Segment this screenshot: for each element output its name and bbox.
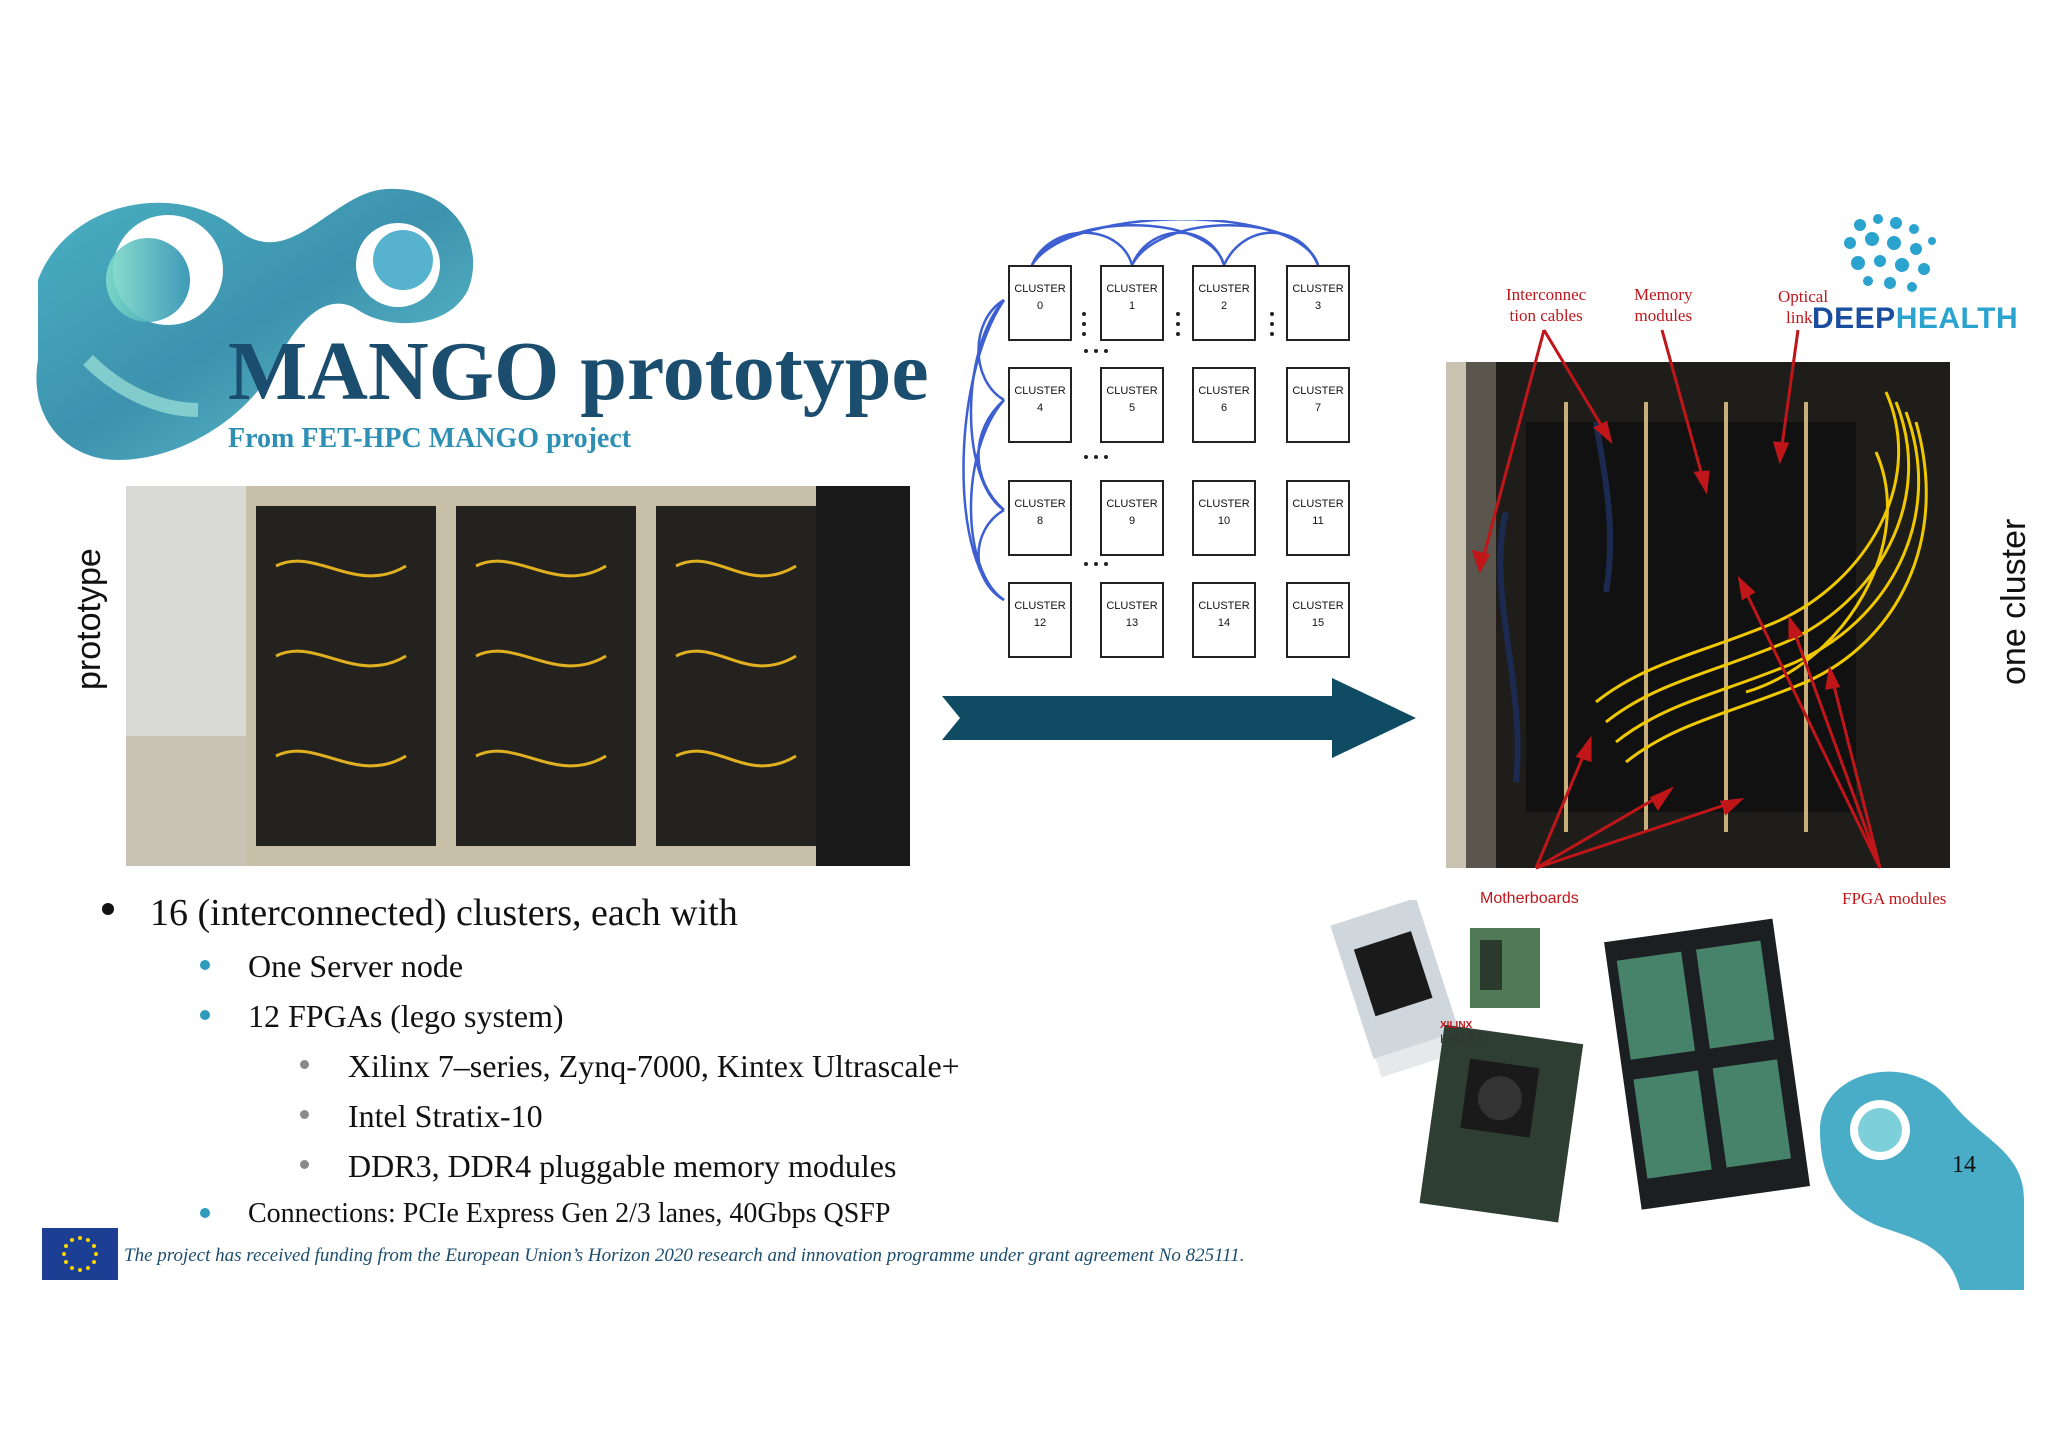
eu-flag-icon [42, 1228, 118, 1280]
slide-subtitle: From FET-HPC MANGO project [228, 423, 632, 454]
bullet-dot [200, 1208, 210, 1218]
callout-arrows [1471, 329, 1882, 870]
callout-fpga: FPGA modules [1842, 889, 1947, 908]
prototype-label: prototype [70, 548, 108, 690]
cluster-links [962, 220, 1320, 602]
corner-decoration-graphic [1820, 1071, 2024, 1290]
bullet-sub-server: One Server node [248, 948, 464, 984]
slide-title: MANGO prototype [228, 325, 929, 418]
callout-optical: Optical link [1778, 287, 1829, 327]
one-cluster-label: one cluster [1995, 518, 2033, 685]
funding-notice: The project has received funding from th… [124, 1245, 1245, 1266]
callout-memory: Memory modules [1634, 285, 1693, 325]
callout-interconnect: Interconnec tion cables [1506, 285, 1587, 325]
kintex-logo: KINTEX [1440, 1032, 1484, 1046]
callout-motherboards: Motherboards [1480, 890, 1579, 907]
bullet-sub-connections: Connections: PCIe Express Gen 2/3 lanes,… [248, 1198, 891, 1229]
bullet-dot [300, 1160, 309, 1169]
fpga-boards-image [1330, 900, 1811, 1223]
prototype-racks-photo [126, 486, 910, 866]
bullet-fpga-item: Xilinx 7–series, Zynq-7000, Kintex Ultra… [348, 1048, 960, 1084]
bullet-dot [200, 960, 210, 970]
bullet-dot [200, 1010, 210, 1020]
deephealth-wordmark: DEEPHEALTH [1812, 302, 2019, 335]
mango-logo-graphic [36, 188, 474, 461]
bullet-sub-fpgas: 12 FPGAs (lego system) [248, 998, 564, 1034]
right-arrow-icon [942, 678, 1416, 758]
one-cluster-photo [1446, 362, 1950, 868]
xilinx-logo: XILINX [1440, 1020, 1473, 1031]
deephealth-logo-icon [1844, 214, 1936, 292]
bullet-dot [300, 1060, 309, 1069]
bullet-fpga-item: DDR3, DDR4 pluggable memory modules [348, 1148, 897, 1184]
bullet-dot [102, 903, 114, 915]
bullet-dot [300, 1110, 309, 1119]
bullet-fpga-item: Intel Stratix-10 [348, 1098, 543, 1134]
bullet-main: 16 (interconnected) clusters, each with [150, 892, 738, 934]
page-number: 14 [1952, 1152, 1976, 1178]
